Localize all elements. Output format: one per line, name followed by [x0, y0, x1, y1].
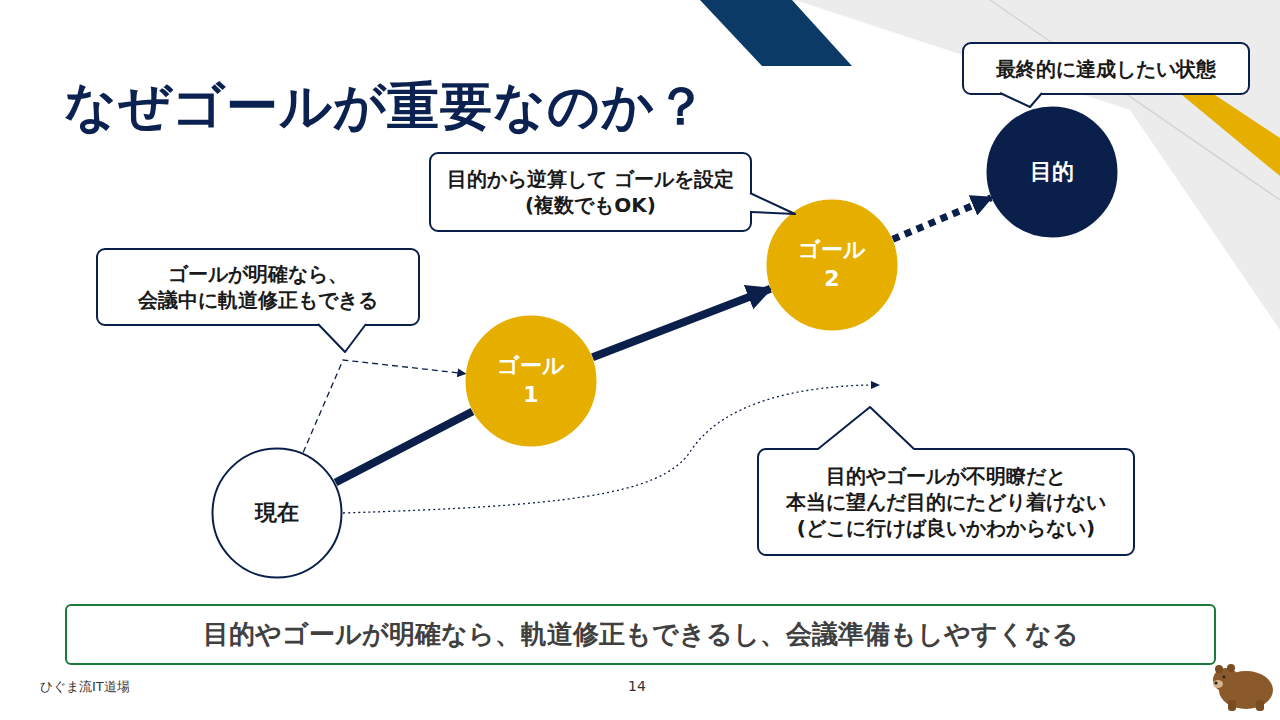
- navy-stripe: [700, 0, 852, 66]
- circle-shape: [988, 108, 1117, 237]
- thin-stripe: [990, 0, 1280, 200]
- circle-shape: [213, 449, 342, 578]
- circle-outline: [465, 315, 597, 447]
- bear-illustration: [1213, 664, 1273, 711]
- page-number: 14: [628, 678, 646, 694]
- node-text: 目的やゴールが明確なら、軌道修正もできるし、会議準備もしやすくなる: [203, 618, 1079, 652]
- goal-setting-callout: 目的から逆算して ゴールを設定(複数でもOK): [429, 152, 752, 232]
- dotted-path-arrow: [893, 198, 991, 240]
- purpose-callout: 最終的に達成したい状態: [962, 42, 1250, 95]
- footer-brand: ひぐま流IT道場: [40, 678, 130, 696]
- course-correction-callout: ゴールが明確なら、 会議中に軌道修正もできる: [96, 248, 420, 326]
- node-text: 目的から逆算して ゴールを設定(複数でもOK): [441, 166, 741, 218]
- purpose-circle: 目的: [986, 106, 1118, 238]
- circle-shape: [467, 317, 596, 446]
- node-text: 目的: [1030, 158, 1074, 187]
- circle-shape: [768, 201, 897, 330]
- node-text: ゴール 2: [796, 236, 868, 293]
- vague-path-head: [871, 381, 880, 389]
- node-text: ゴールが明確なら、 会議中に軌道修正もできる: [108, 261, 408, 313]
- current-circle: 現在: [211, 447, 343, 579]
- node-text: 最終的に達成したい状態: [996, 56, 1216, 82]
- main-path-arrow: [593, 289, 771, 358]
- unclear-goal-callout: 目的やゴールが不明瞭だと 本当に望んだ目的にたどり着けない (どこに行けば良いか…: [757, 448, 1135, 556]
- main-path: [336, 411, 473, 482]
- node-text: ゴール 1: [495, 352, 567, 409]
- summary-box: 目的やゴールが明確なら、軌道修正もできるし、会議準備もしやすくなる: [65, 604, 1216, 665]
- node-text: 目的やゴールが不明瞭だと 本当に望んだ目的にたどり着けない (どこに行けば良いか…: [766, 463, 1126, 541]
- correction-path: [303, 360, 465, 452]
- goal-circle: ゴール 1: [465, 315, 597, 447]
- slide-title: なぜゴールが重要なのか？: [64, 72, 708, 142]
- yellow-stripe: [1182, 95, 1280, 176]
- goal-circle: ゴール 2: [766, 199, 898, 331]
- circle-outline: [766, 199, 898, 331]
- node-text: 現在: [255, 499, 299, 528]
